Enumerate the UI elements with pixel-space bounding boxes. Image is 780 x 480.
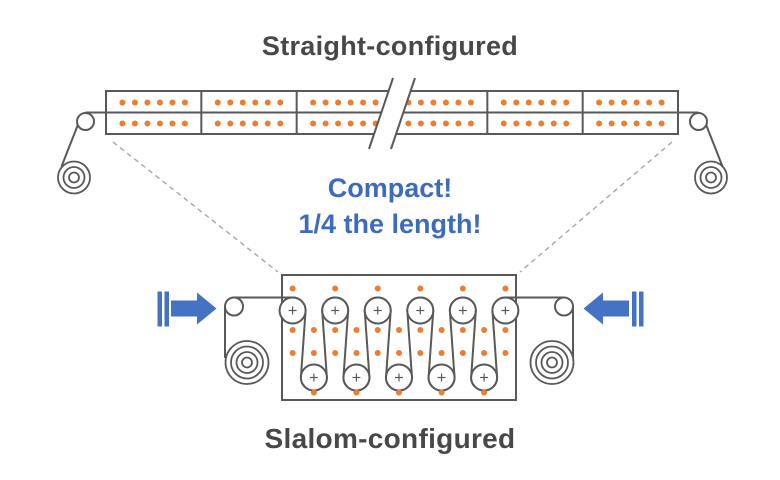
straight-left-roll-group: [57, 112, 95, 195]
slalom-machine: [157, 274, 644, 401]
slalom-left-guide-roller-icon: [224, 296, 244, 317]
straight-left-web-roll-icon: [57, 160, 91, 195]
straight-right-roll-group: [689, 112, 728, 195]
slalom-oven-dots: [289, 285, 509, 396]
straight-machine: [57, 77, 728, 195]
straight-right-web-line: [705, 124, 724, 167]
bar-break-mark-icon: [368, 77, 416, 150]
slalom-right-guide-roller-icon: [554, 296, 574, 317]
right-infeed-arrow-icon: [583, 291, 644, 327]
projection-dashed-line-left: [112, 141, 279, 273]
compact-callout: Compact! 1/4 the length!: [0, 170, 780, 242]
straight-left-guide-roller-icon: [76, 112, 95, 131]
slalom-rollers: [278, 296, 520, 392]
slalom-title: Slalom-configured: [264, 423, 516, 454]
straight-right-web-roll-icon: [694, 160, 728, 195]
slalom-left-roll-group: [224, 296, 270, 385]
slalom-left-web-roll-icon: [224, 340, 270, 385]
slalom-oven-box: [281, 274, 517, 401]
straight-title: Straight-configured: [261, 31, 519, 61]
slalom-right-web-roll-icon: [529, 340, 575, 385]
straight-left-web-line: [60, 124, 79, 167]
slalom-right-roll-group: [529, 296, 575, 385]
compact-callout-line2: 1/4 the length!: [298, 209, 482, 239]
straight-right-guide-roller-icon: [689, 112, 708, 131]
projection-dashed-line-right: [519, 141, 673, 273]
left-infeed-arrow-icon: [157, 291, 217, 327]
compact-callout-line1: Compact!: [327, 173, 453, 203]
